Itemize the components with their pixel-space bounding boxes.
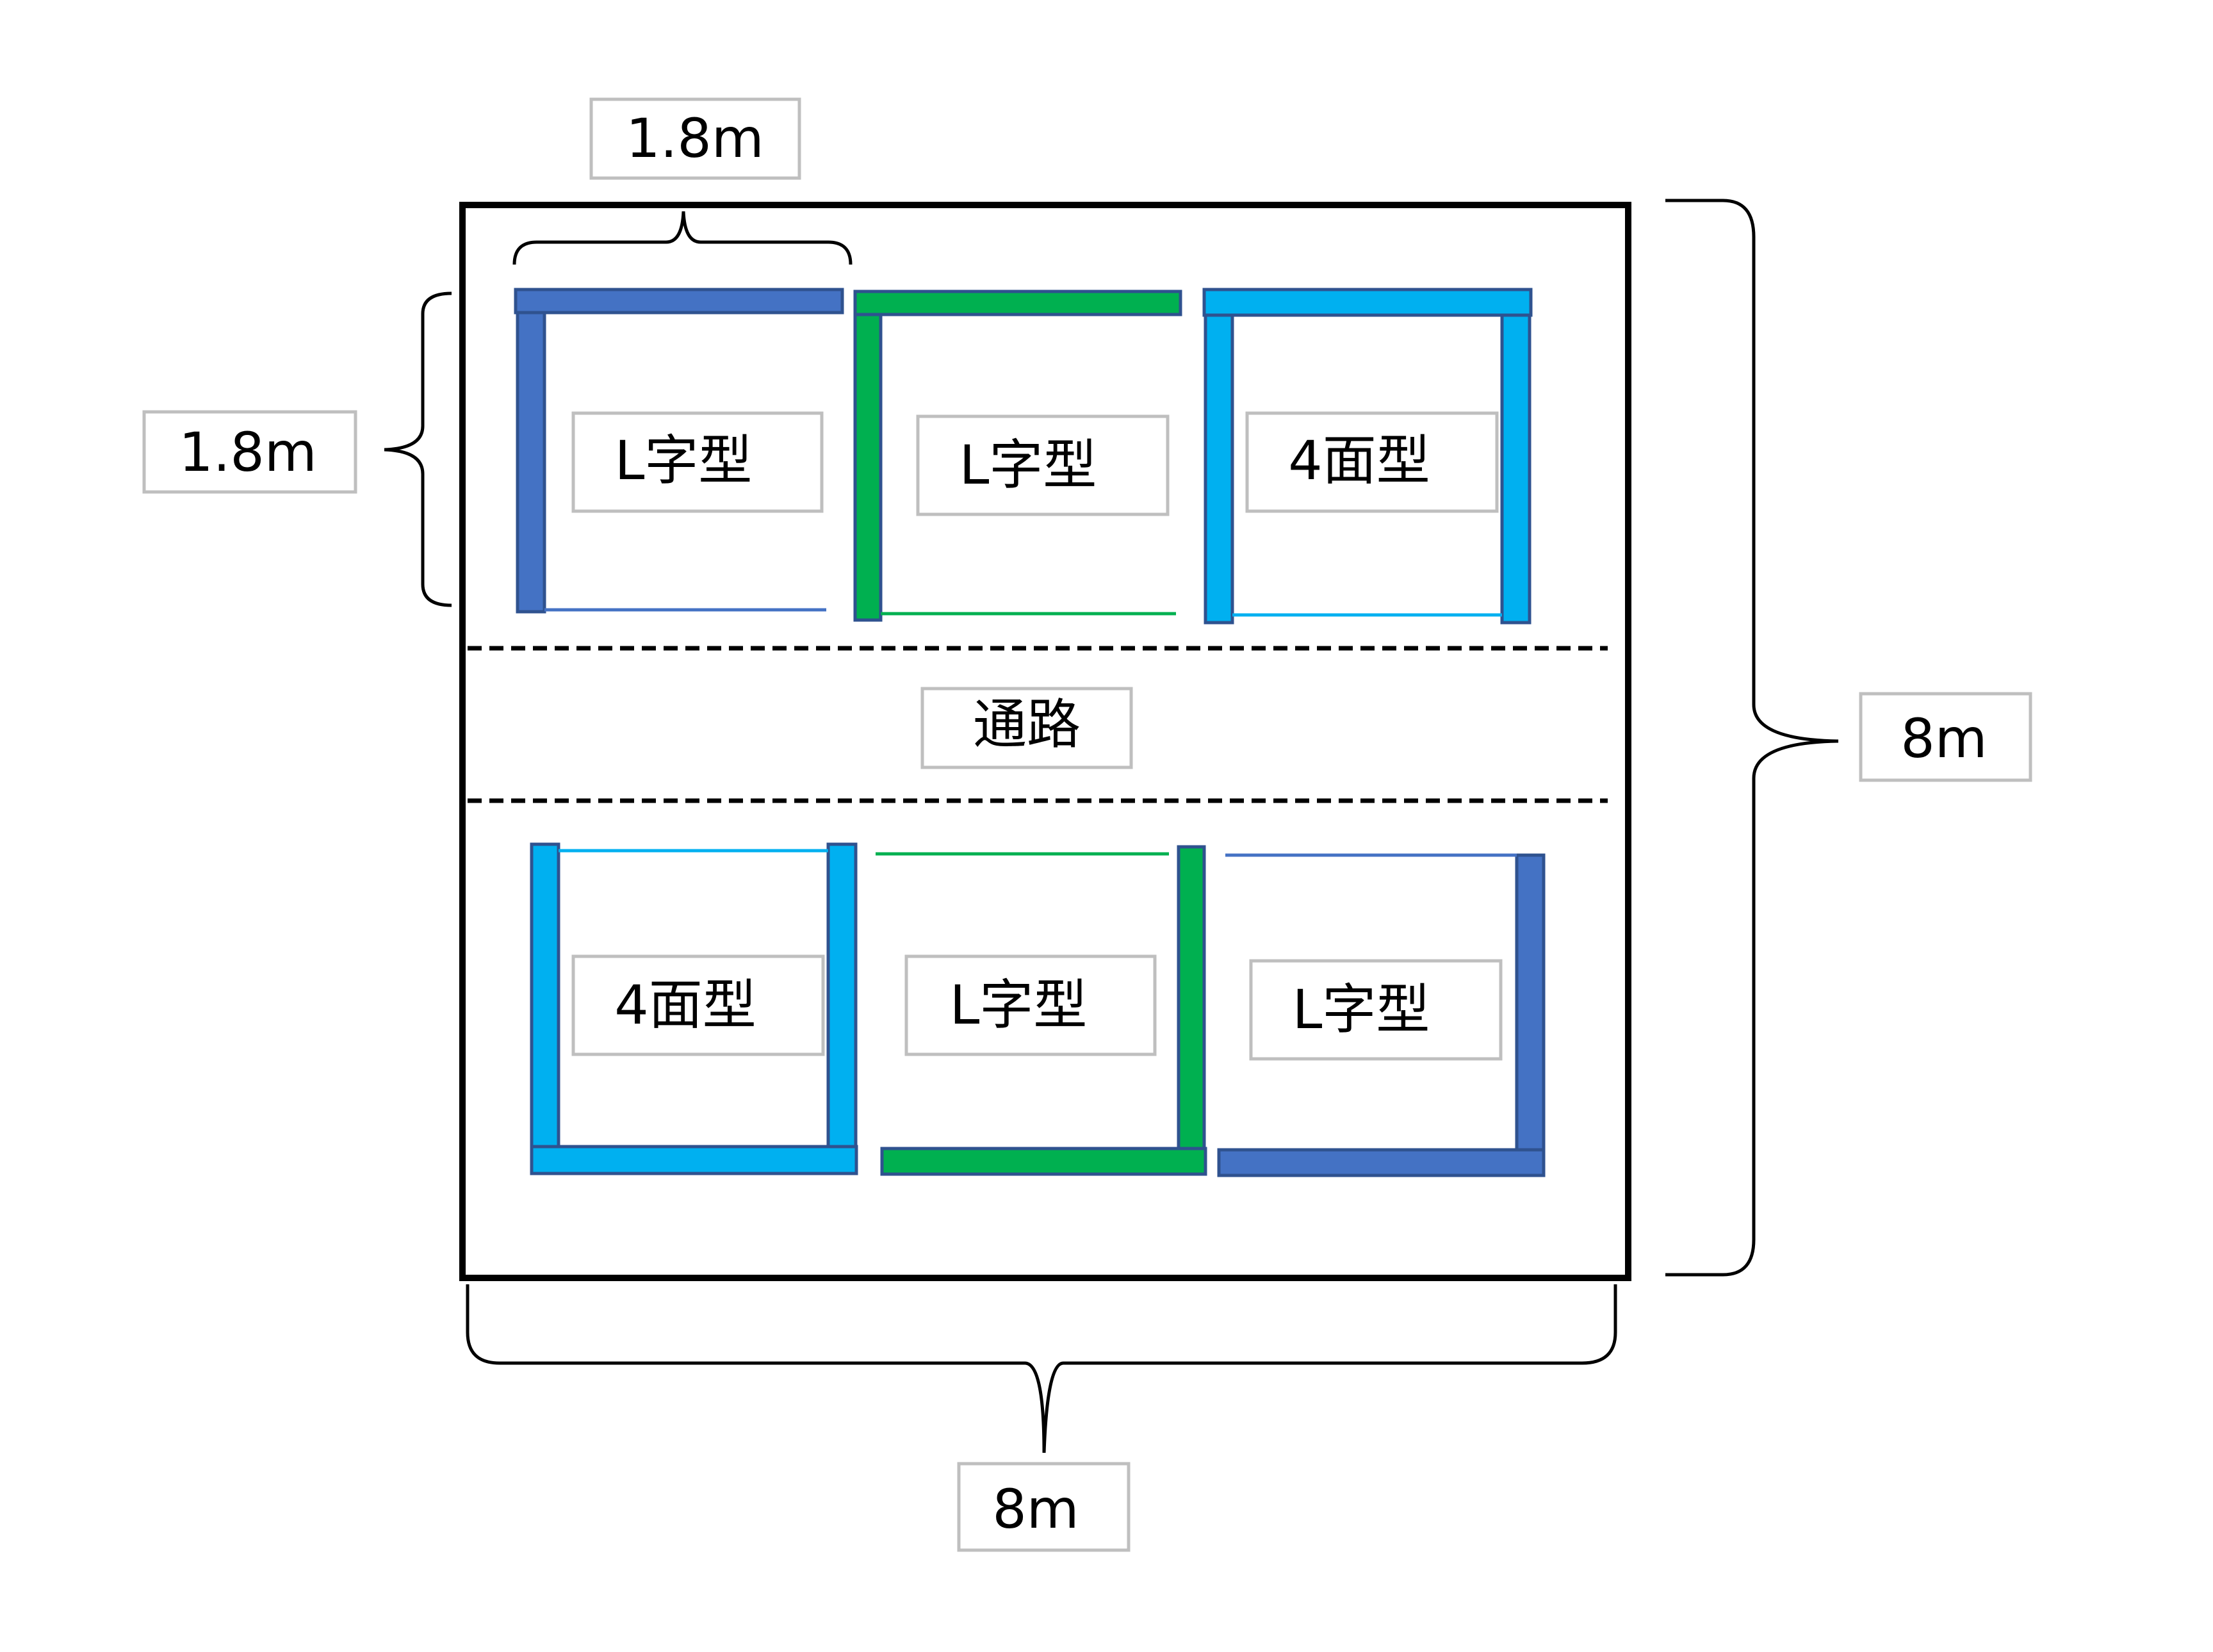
booth-width-brace xyxy=(512,211,853,265)
booth-top-2-wall-left xyxy=(853,313,883,622)
hall-width-brace xyxy=(466,1284,1617,1453)
booth-top-2: L字型 xyxy=(853,290,1182,622)
booth-bottom-2-label: L字型 xyxy=(950,974,1088,1036)
booth-depth-label: 1.8m xyxy=(179,421,316,484)
booth-top-3-wall-top xyxy=(1202,288,1533,317)
booth-top-1-wall-top xyxy=(514,288,844,315)
booth-bottom-2-label-box xyxy=(904,954,1157,1056)
booth-bottom-2-wall-bottom xyxy=(880,1147,1207,1176)
hall-width-label: 8m xyxy=(992,1478,1079,1541)
booth-bottom-3-wall-bottom xyxy=(1217,1148,1546,1177)
booth-depth-brace xyxy=(384,291,452,607)
booth-bottom-1-wall-bottom xyxy=(530,1145,858,1175)
booth-bottom-3-label: L字型 xyxy=(1293,978,1430,1041)
booth-bottom-1-label-box xyxy=(571,954,825,1056)
booth-bottom-1-label: 4面型 xyxy=(614,974,756,1036)
hall-width-label-box: 8m xyxy=(957,1462,1131,1552)
booth-bottom-2: L字型 xyxy=(876,845,1207,1176)
booth-top-1: L字型 xyxy=(514,288,844,614)
booth-top-2-label-box xyxy=(916,414,1170,516)
aisle-label: 通路 xyxy=(973,693,1081,756)
aisle-label-box: 通路 xyxy=(920,687,1133,769)
booth-bottom-3: L字型 xyxy=(1217,853,1546,1177)
booth-width-label: 1.8m xyxy=(626,107,764,170)
booth-top-3-label: 4面型 xyxy=(1288,429,1430,492)
booth-bottom-3-label-box xyxy=(1249,959,1503,1061)
booth-bottom-3-wall-right xyxy=(1515,853,1546,1152)
hall-boundary xyxy=(459,202,1631,1281)
booth-top-1-wall-left xyxy=(516,311,546,614)
booth-top-1-label: L字型 xyxy=(615,429,753,492)
hall-height-brace xyxy=(1665,199,1839,1277)
booth-bottom-1-wall-right xyxy=(826,842,858,1149)
hall-height-label: 8m xyxy=(1900,707,1987,770)
booth-bottom-1-wall-left xyxy=(530,842,560,1149)
booth-bottom-1: 4面型 xyxy=(530,842,858,1175)
hall-height-label-box: 8m xyxy=(1859,692,2032,782)
booth-bottom-2-wall-right xyxy=(1177,845,1206,1152)
booth-top-1-label-box xyxy=(571,411,824,513)
booth-top-3-wall-left xyxy=(1204,313,1234,625)
booth-top-3-wall-right xyxy=(1500,313,1531,625)
booth-width-label-box: 1.8m xyxy=(589,97,801,180)
booth-depth-label-box: 1.8m xyxy=(142,410,357,494)
booth-top-2-wall-top xyxy=(853,290,1182,316)
booth-top-3: 4面型 xyxy=(1202,288,1533,625)
booth-top-3-label-box xyxy=(1245,411,1499,513)
booth-top-2-label: L字型 xyxy=(960,434,1097,496)
